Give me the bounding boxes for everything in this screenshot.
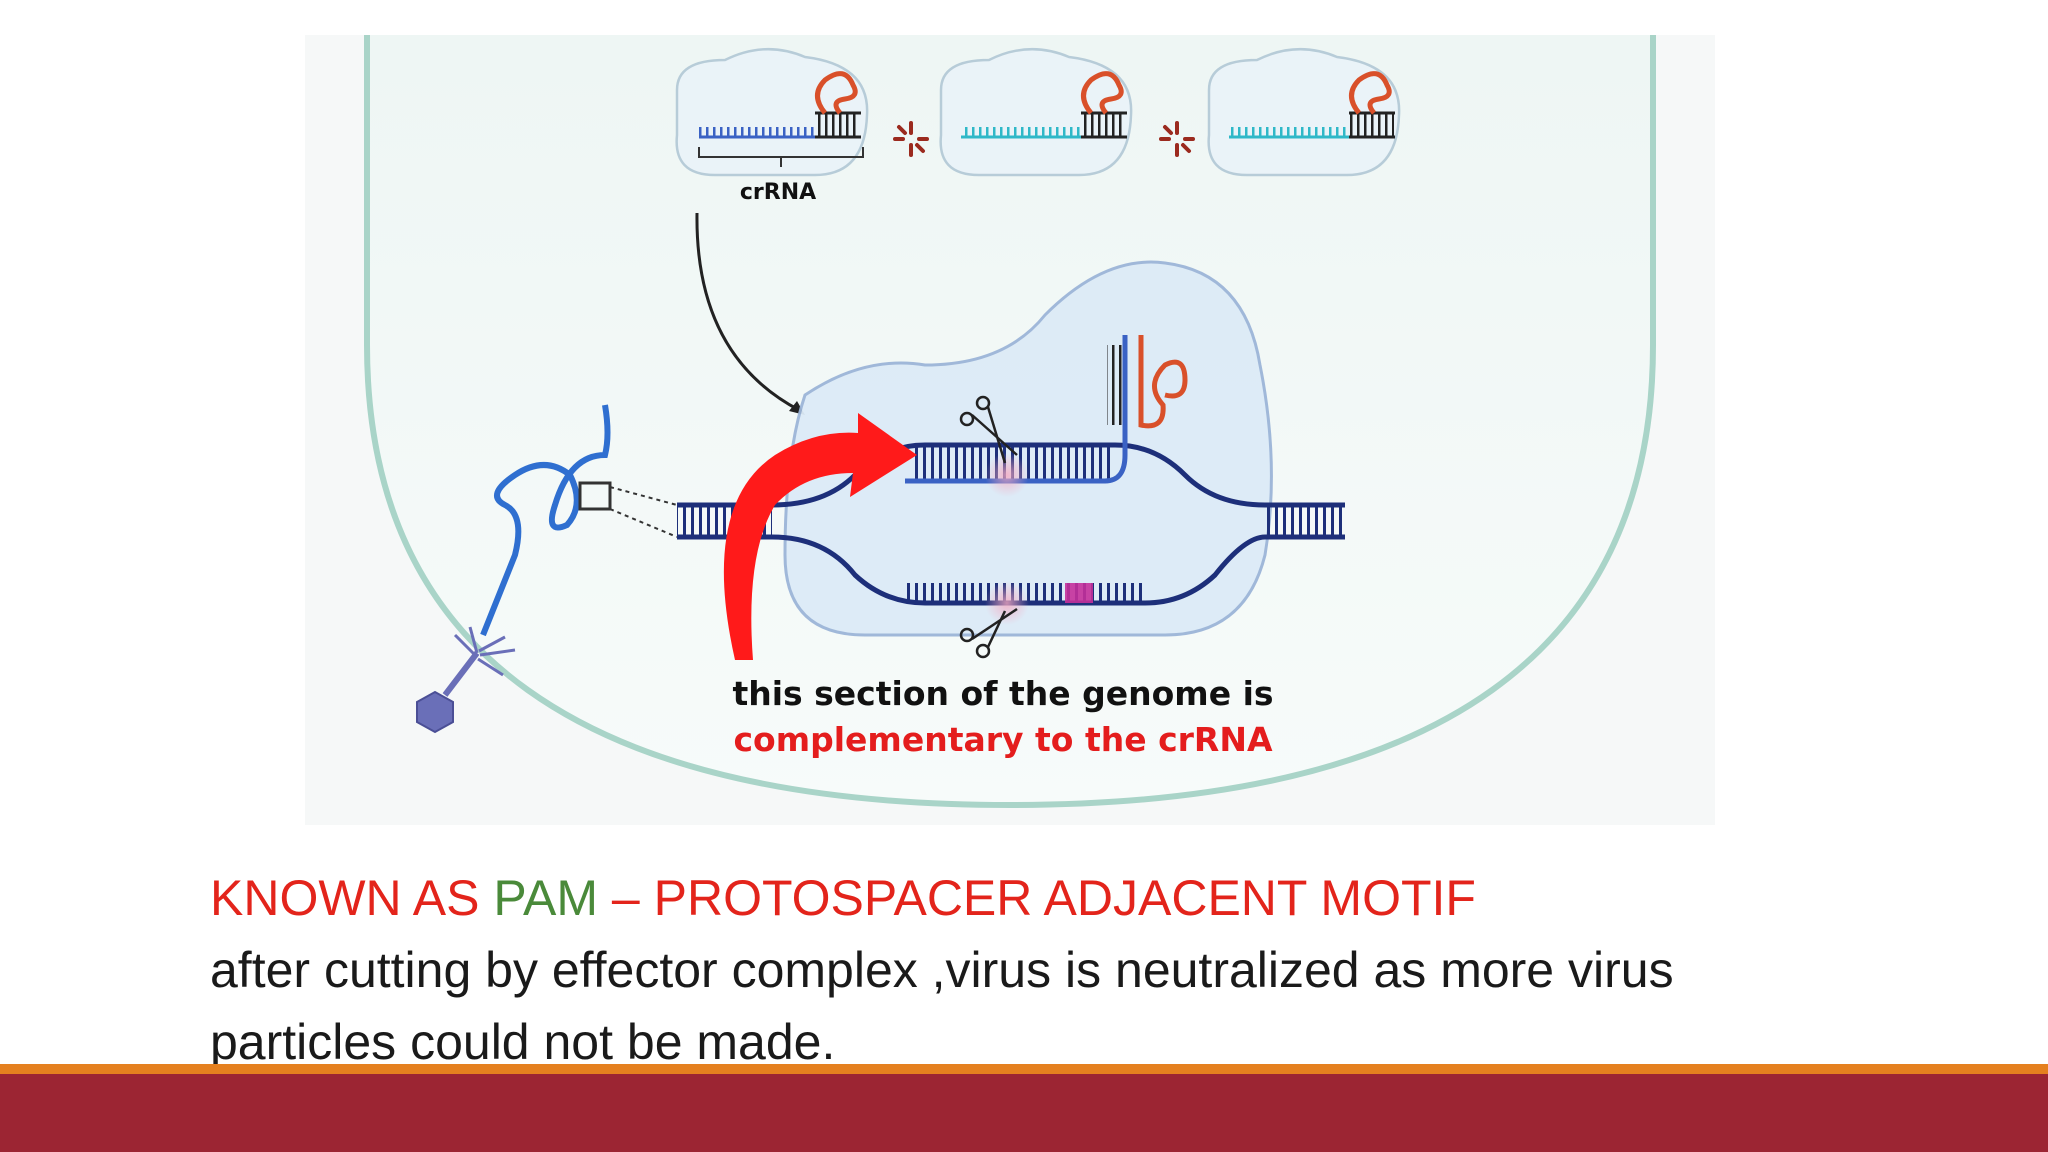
cut-site-glow [985, 581, 1029, 625]
crispr-diagram: crRNA [305, 35, 1715, 825]
crrna-complex-3 [1207, 48, 1401, 177]
caption-heading: KNOWN AS PAM – PROTOSPACER ADJACENT MOTI… [210, 862, 1910, 934]
zoom-guide [609, 486, 678, 506]
callout-line1: this section of the genome is [732, 674, 1273, 713]
bacteriophage-icon [416, 626, 516, 734]
crrna-complex-2 [939, 48, 1133, 177]
bound-crrna [1104, 335, 1188, 484]
footer-bar [0, 1074, 2048, 1152]
zoom-box [578, 481, 612, 511]
callout-arrow [723, 413, 917, 660]
crrna-label: crRNA [740, 180, 816, 205]
spark-icon [893, 121, 929, 157]
caption-line2: particles could not be made. [210, 1014, 836, 1070]
scissors-icon [959, 395, 1018, 464]
scissors-icon [959, 607, 1018, 659]
caption-line1: after cutting by effector complex ,virus… [210, 942, 1674, 998]
cut-site-glow [985, 453, 1029, 497]
heading-part1: KNOWN AS [210, 870, 494, 926]
slide-caption: KNOWN AS PAM – PROTOSPACER ADJACENT MOTI… [210, 862, 1910, 1078]
callout-line2: complementary to the crRNA [734, 720, 1273, 759]
heading-part2: – PROTOSPACER ADJACENT MOTIF [598, 870, 1476, 926]
crrna-arrow [695, 212, 800, 412]
footer-accent-bar [0, 1064, 2048, 1074]
crrna-complex-1 [675, 48, 869, 177]
heading-pam: PAM [493, 870, 599, 926]
crispr-diagram-svg: crRNA [305, 35, 1715, 825]
spark-icon [1159, 121, 1195, 157]
phage-dna-strand [480, 404, 611, 637]
